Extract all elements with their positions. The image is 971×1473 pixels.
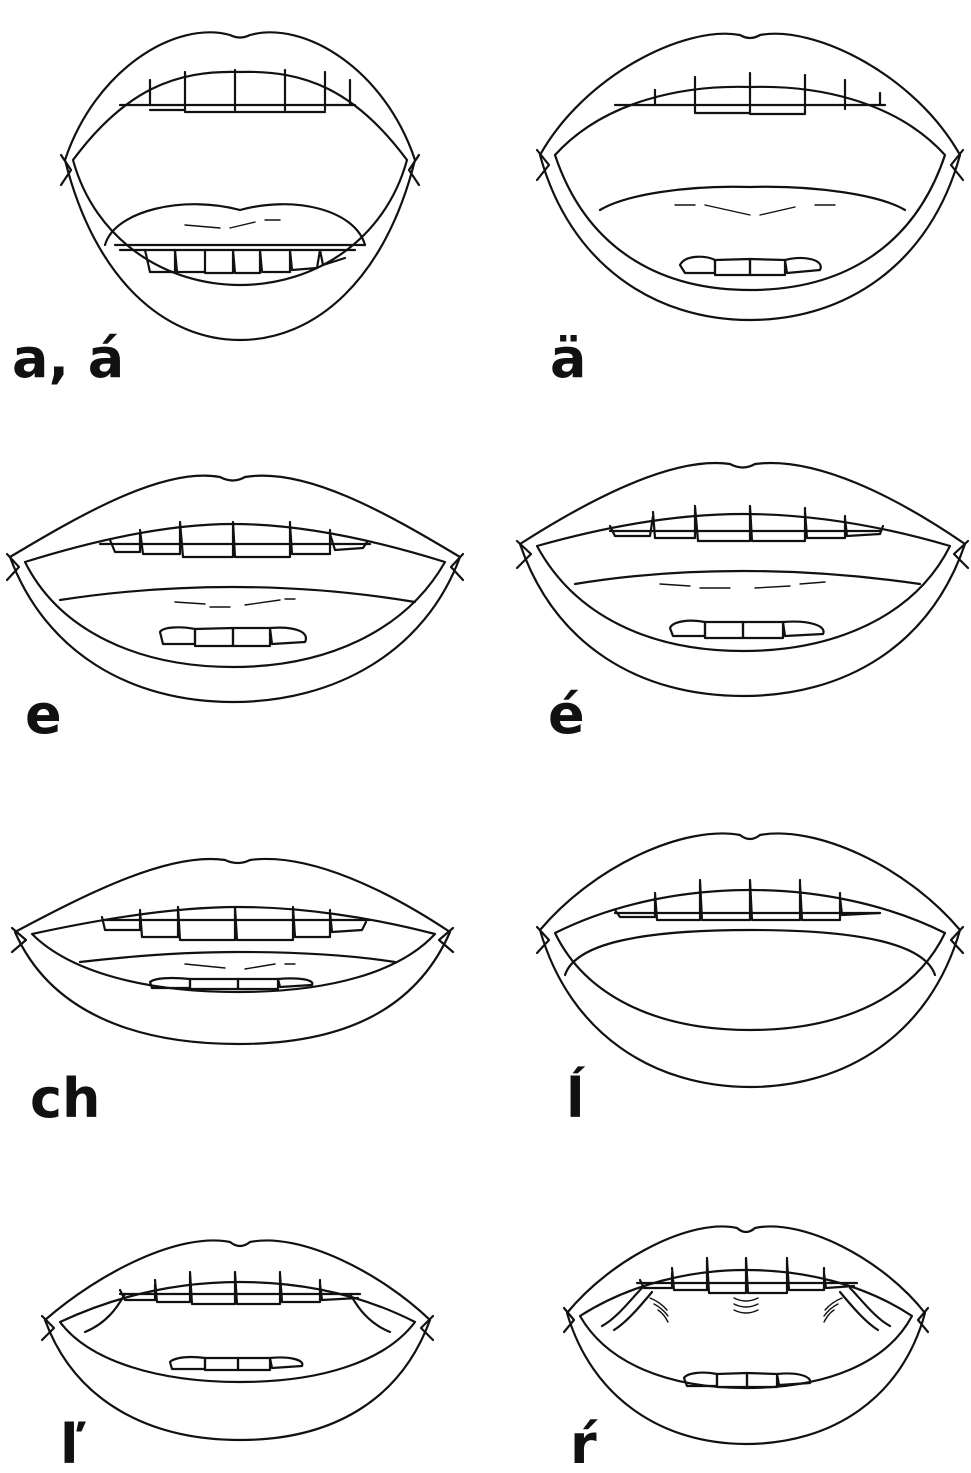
label-l-acute: ĺ xyxy=(566,1072,585,1126)
mouth-e-acute xyxy=(515,456,970,701)
mouth-a xyxy=(55,10,425,340)
mouth-e xyxy=(5,462,465,707)
label-l-caron: ľ xyxy=(60,1418,86,1472)
mouth-r-acute xyxy=(562,1218,930,1446)
label-r-acute: ŕ xyxy=(570,1418,597,1472)
label-a-umlaut: ä xyxy=(550,332,586,386)
label-ch: ch xyxy=(30,1072,100,1126)
label-e-acute: é xyxy=(548,688,585,742)
label-e: e xyxy=(25,688,62,742)
mouth-a-umlaut xyxy=(535,15,965,320)
mouth-l-caron xyxy=(40,1232,435,1442)
mouth-ch xyxy=(10,852,455,1047)
label-a: a, á xyxy=(12,332,124,386)
mouth-l-acute xyxy=(535,825,965,1090)
